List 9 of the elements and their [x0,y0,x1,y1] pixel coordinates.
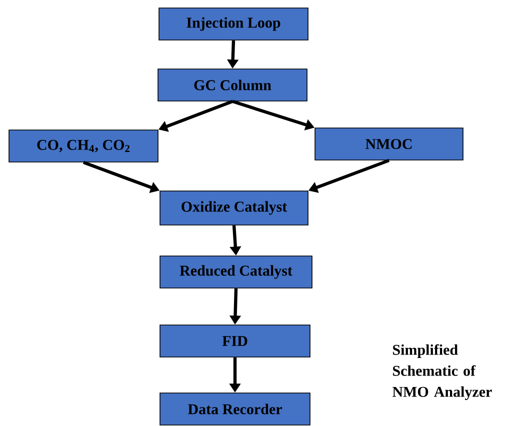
caption: Simplified Schematic of NMO Analyzer [392,344,492,400]
process-box: Data Recorder [160,392,310,426]
process-box: Injection Loop [158,8,308,40]
process-box: GC Column [158,68,308,102]
process-box: Reduced Catalyst [160,256,312,288]
process-box: NMOC [314,128,464,160]
process-box: FID [160,324,310,358]
process-box: Oxidize Catalyst [160,190,308,226]
process-box: CO, CH$_{4}$, CO$_{2}$ [8,130,158,162]
